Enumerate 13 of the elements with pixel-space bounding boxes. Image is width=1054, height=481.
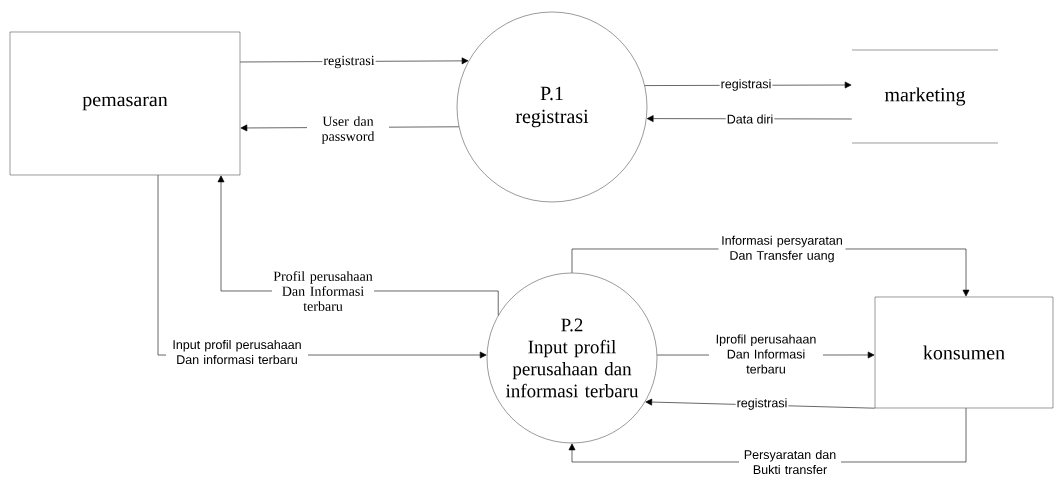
edge-label: registrasi — [719, 78, 773, 92]
edge-label: registrasi — [735, 397, 789, 411]
edge-label: registrasi — [322, 54, 376, 70]
edge-label: User dan password — [307, 115, 389, 145]
edge-label: Data diri — [725, 113, 775, 125]
data-store: marketing — [851, 49, 999, 144]
edge-label: Iprofil perusahaan Dan Informasi terbaru — [709, 333, 823, 375]
edge-label: Profil perusahaan Dan Informasi terbaru — [272, 270, 374, 312]
edge-label: Input profil perusahaan Dan informasi terbaru — [166, 338, 308, 366]
edge-label: Informasi persyaratan Dan Transfer uang — [718, 234, 846, 264]
entity-box: konsumen — [874, 296, 1054, 409]
entity-box: pemasaran — [9, 31, 241, 176]
edge-label: Persyaratan dan Bukti transfer — [739, 448, 841, 476]
